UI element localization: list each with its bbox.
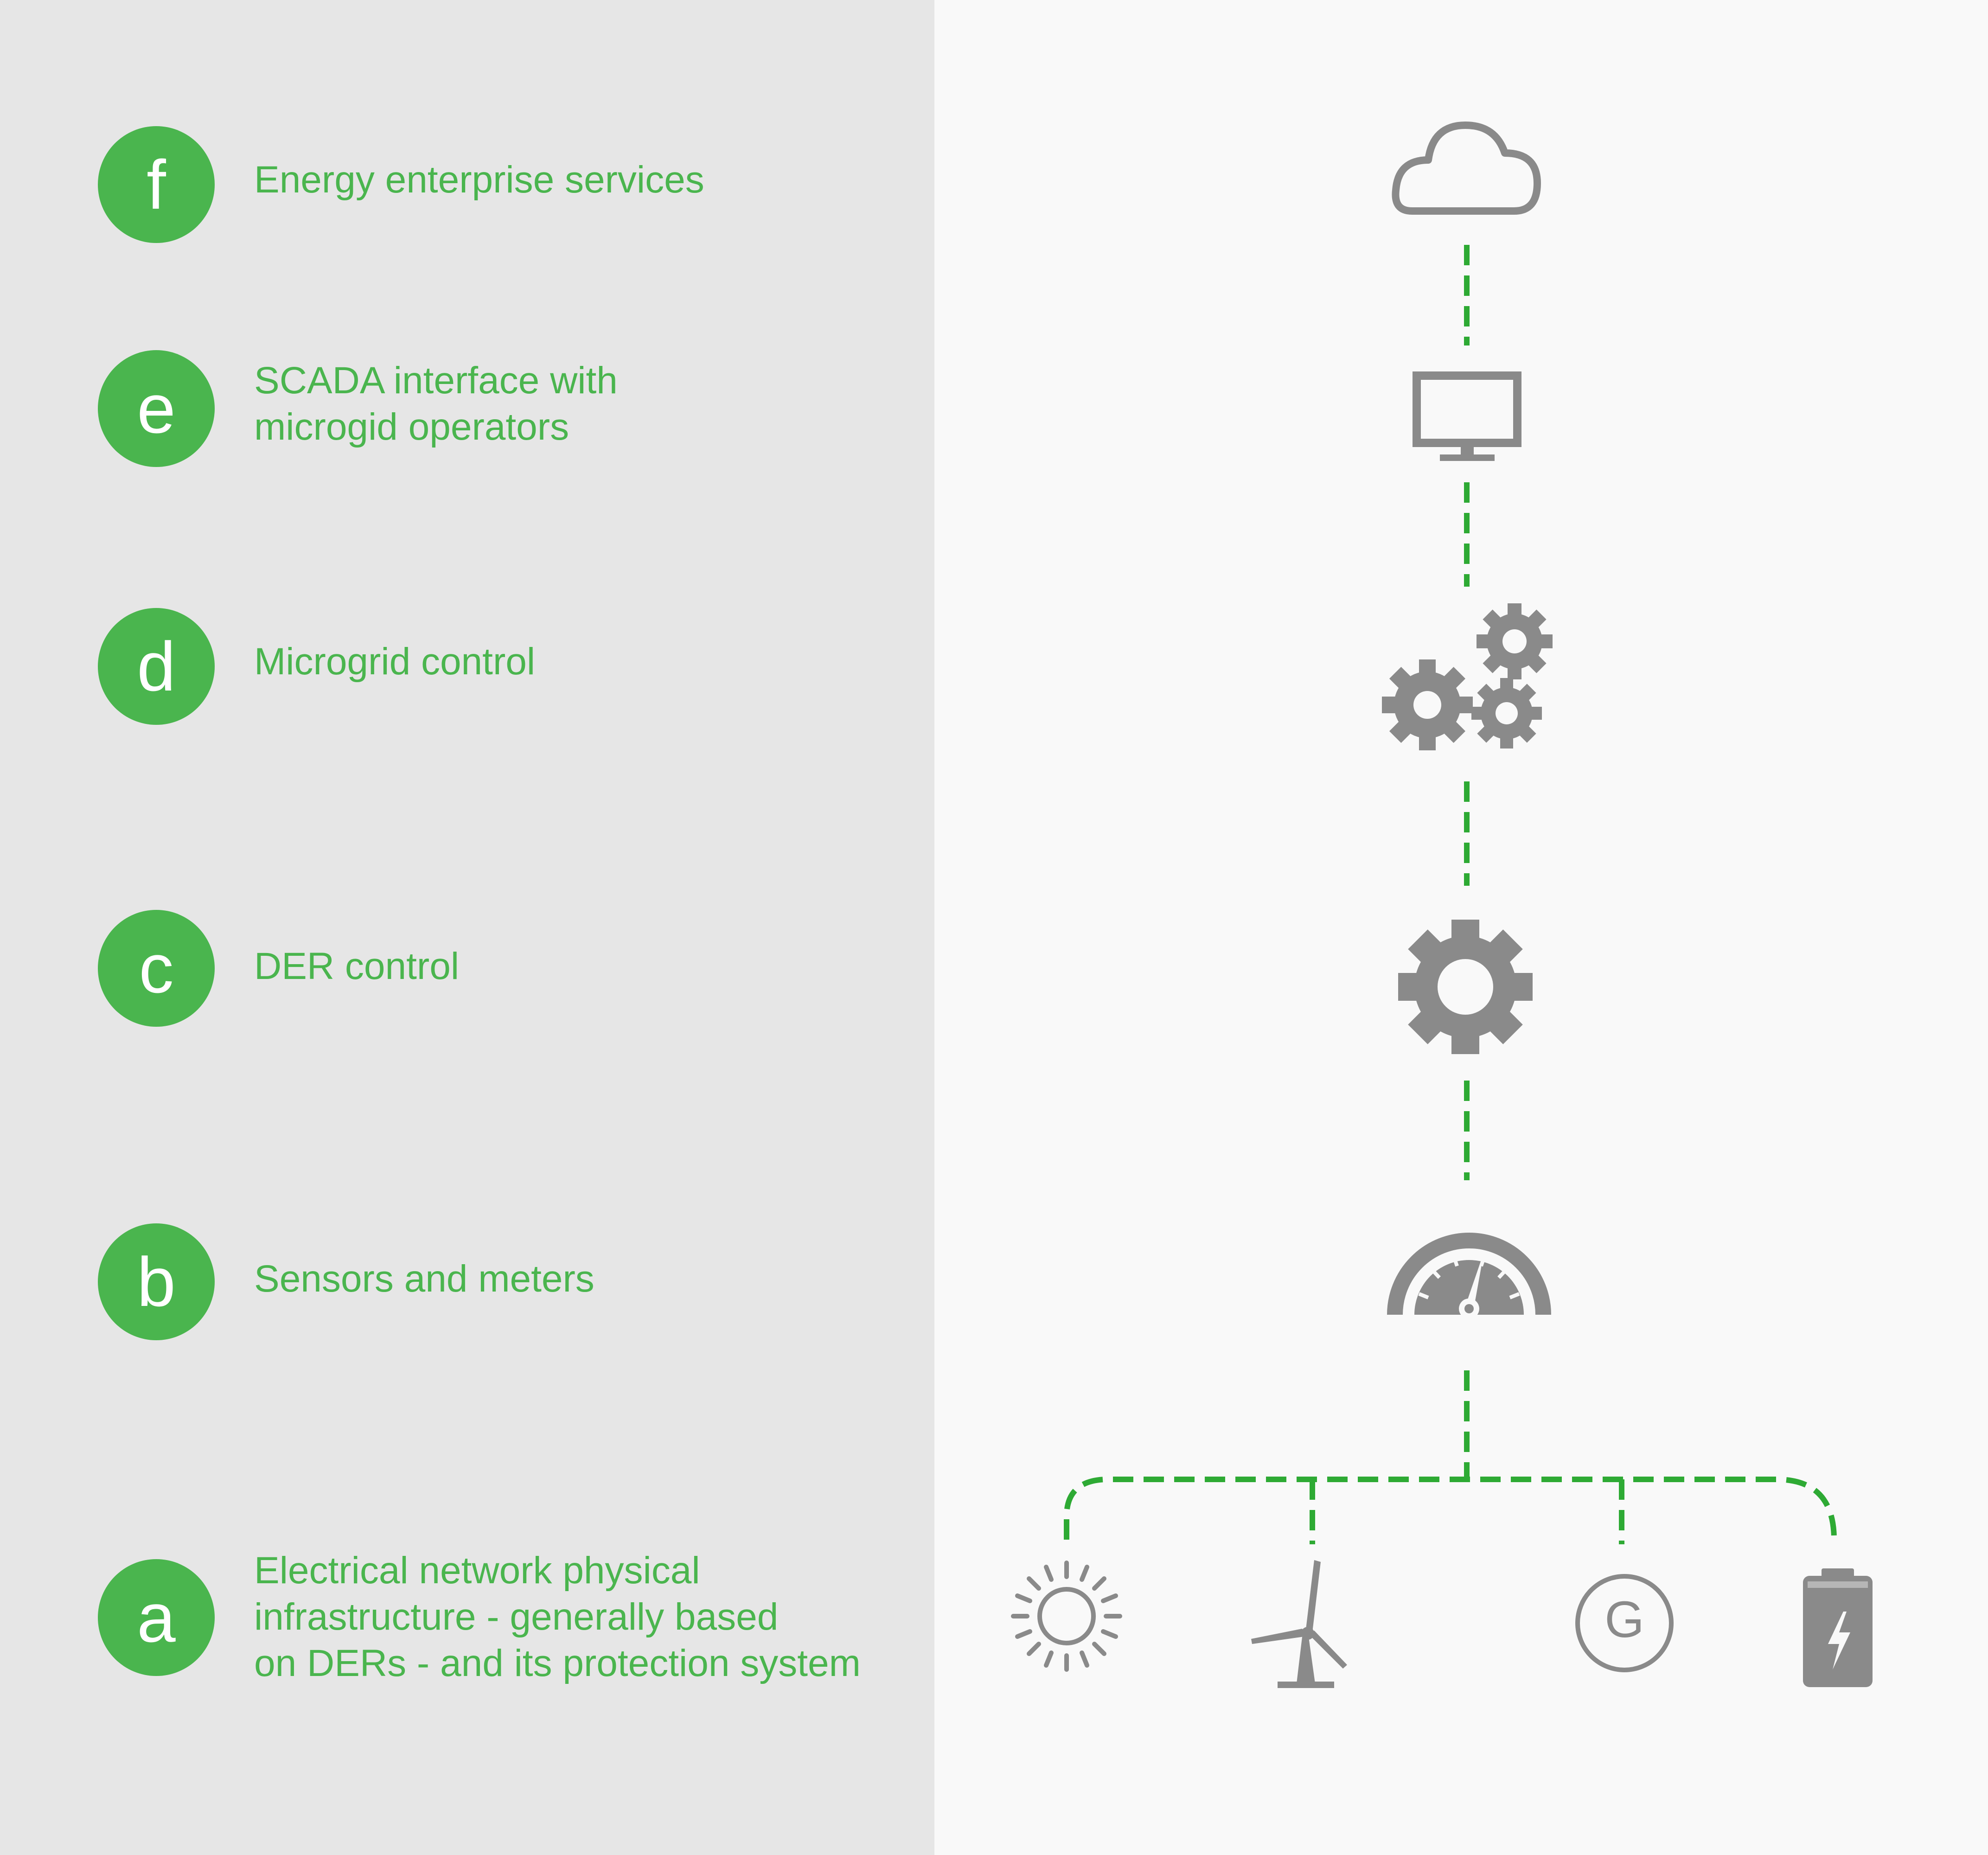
layer-row-c: c DER control [0, 910, 934, 1027]
gauge-icon [1387, 1233, 1551, 1319]
generator-icon: G [1575, 1574, 1674, 1672]
connector-lines [1064, 245, 1837, 1544]
wind-turbine-icon [1251, 1560, 1347, 1688]
gears-icon [1382, 603, 1553, 750]
layer-label-a: Electrical network physical infrastructu… [254, 1549, 861, 1684]
layer-row-f: f Energy enterprise services [0, 126, 934, 243]
layer-label-c: DER control [254, 945, 460, 987]
layer-badge-b: b [98, 1223, 215, 1340]
der-bus-line [1064, 1477, 1837, 1540]
layer-badge-a: a [98, 1559, 215, 1676]
layer-row-e: e SCADA interface with microgid operator… [0, 350, 934, 467]
battery-icon [1803, 1568, 1873, 1687]
layer-label-f: Energy enterprise services [254, 159, 704, 201]
sun-icon [1011, 1561, 1122, 1672]
layer-row-a: a Electrical network physical infrastruc… [0, 1549, 934, 1684]
layer-label-b: Sensors and meters [254, 1258, 594, 1300]
layer-row-d: d Microgrid control [0, 608, 934, 725]
cloud-icon [1392, 122, 1541, 215]
layer-label-e: SCADA interface with microgid operators [254, 359, 618, 448]
layer-badge-e: e [98, 350, 215, 467]
layer-list-panel: f Energy enterprise services e SCADA int… [0, 0, 934, 1855]
layer-badge-d: d [98, 608, 215, 725]
gear-icon [1398, 920, 1533, 1054]
layer-badge-f: f [98, 126, 215, 243]
layer-label-d: Microgrid control [254, 640, 536, 683]
generator-letter: G [1604, 1591, 1644, 1648]
monitor-icon [1413, 371, 1521, 461]
layer-badge-c: c [98, 910, 215, 1027]
layer-row-b: b Sensors and meters [0, 1223, 934, 1340]
